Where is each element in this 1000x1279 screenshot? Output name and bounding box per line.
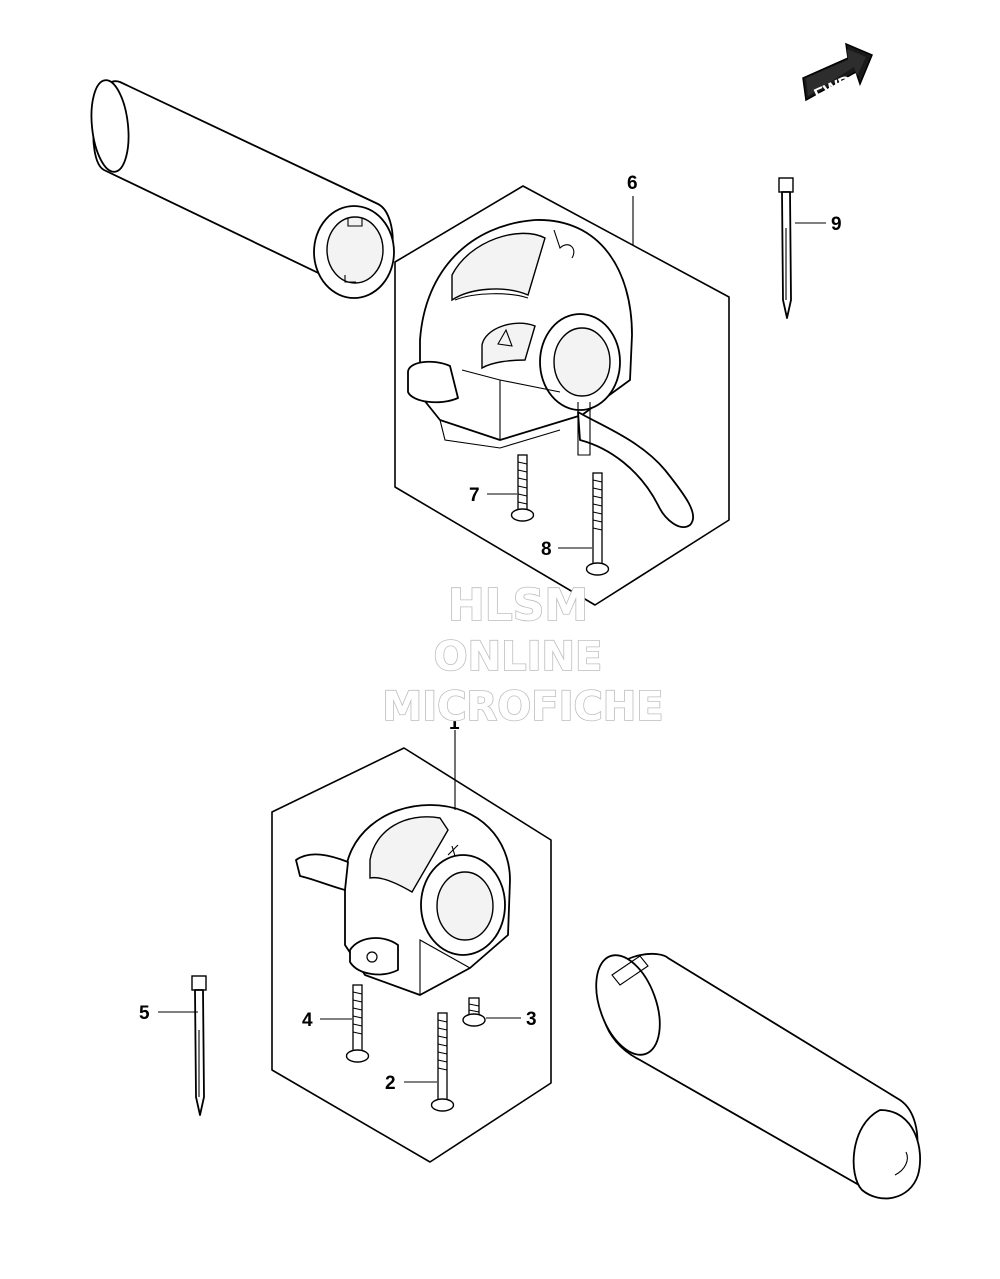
screw-8 <box>585 472 610 576</box>
fwd-arrow-badge: FWD <box>802 42 873 105</box>
lower-assembly-frame <box>271 747 552 1163</box>
callout-6: 6 <box>627 173 638 194</box>
screw-4 <box>345 984 370 1063</box>
watermark: HLSM ONLINE MICROFICHE <box>382 579 665 731</box>
cable-tie-5 <box>191 975 207 1116</box>
left-grip <box>90 79 395 299</box>
callout-9: 9 <box>831 214 842 235</box>
callout-4: 4 <box>302 1010 313 1031</box>
callout-8: 8 <box>541 539 552 560</box>
watermark-line-3: MICROFICHE <box>382 684 663 730</box>
callout-1: 1 <box>449 713 460 734</box>
screw-7 <box>510 454 535 522</box>
cable-tie-9 <box>778 177 794 319</box>
left-handlebar-switch-housing <box>295 804 511 996</box>
callout-3: 3 <box>526 1009 537 1030</box>
callout-2: 2 <box>385 1073 396 1094</box>
right-throttle-grip <box>595 952 921 1200</box>
watermark-line-1: HLSM <box>448 580 588 631</box>
watermark-line-2: ONLINE <box>434 634 603 680</box>
screw-3 <box>462 997 486 1027</box>
leader-lines <box>158 196 826 1083</box>
right-handlebar-switch-housing <box>407 219 695 528</box>
callout-7: 7 <box>469 485 480 506</box>
screw-2 <box>430 1012 455 1112</box>
upper-assembly-frame <box>394 185 730 606</box>
callout-5: 5 <box>139 1003 150 1024</box>
